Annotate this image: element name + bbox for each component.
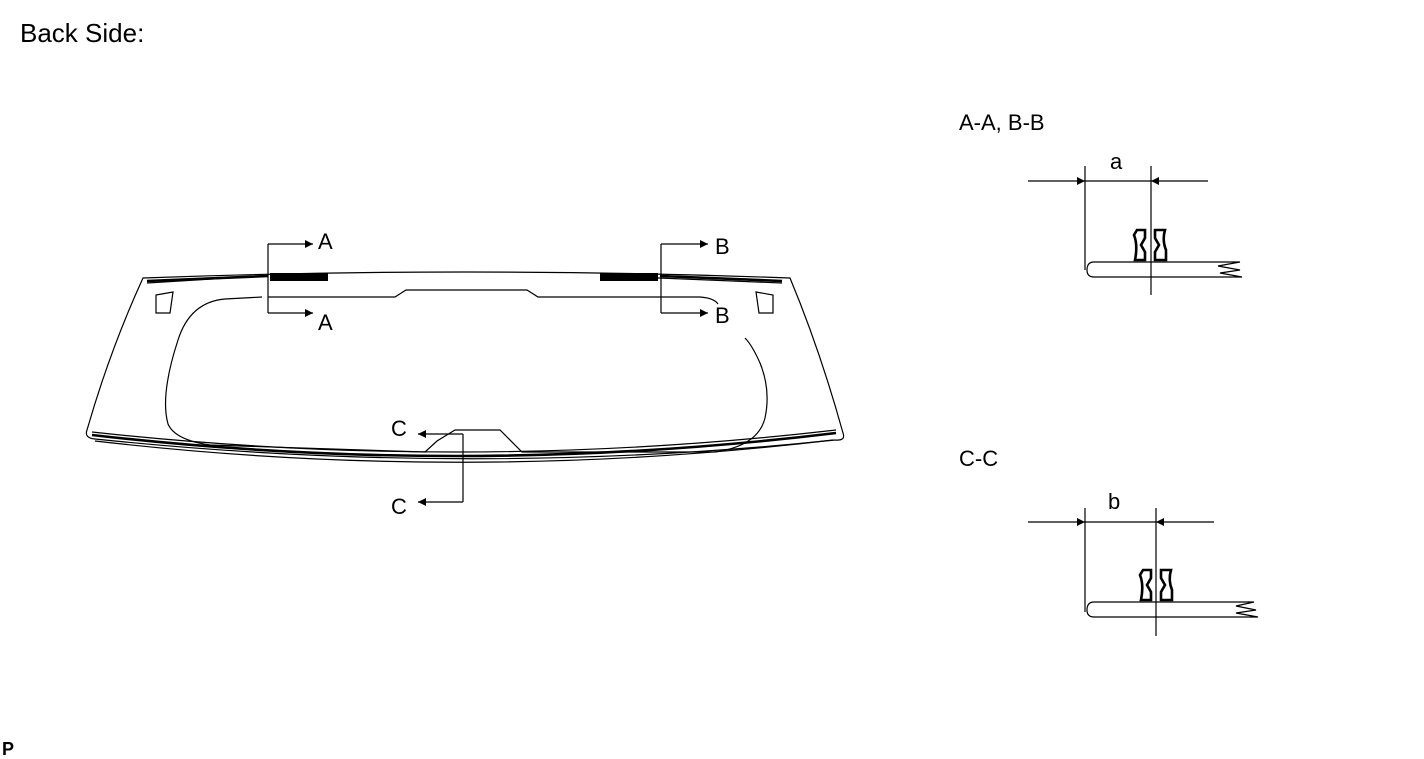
dimension-label-b: b (1108, 489, 1120, 514)
label-c-top: C (391, 416, 407, 441)
detail-ab-drawing (1028, 166, 1243, 295)
inner-frame-line (164, 296, 768, 453)
label-a-bottom: A (318, 310, 333, 335)
label-a-top: A (318, 229, 333, 254)
section-c-marker (418, 430, 464, 506)
inner-top-line (268, 289, 719, 305)
top-left-strip (270, 273, 328, 281)
page-heading: Back Side: (20, 18, 144, 48)
top-right-strip (600, 273, 658, 281)
section-a-marker (267, 240, 313, 317)
detail-c-drawing (1028, 508, 1259, 636)
corner-mark: P (2, 739, 14, 759)
top-left-molding (146, 274, 269, 283)
detail-title-ab: A-A, B-B (959, 110, 1045, 135)
label-b-top: B (715, 234, 730, 259)
detail-title-c: C-C (959, 446, 998, 471)
left-bracket (155, 291, 174, 314)
top-right-molding (659, 274, 783, 283)
label-b-bottom: B (715, 303, 730, 328)
label-c-bottom: C (391, 494, 407, 519)
back-glass-outline (85, 271, 845, 463)
dimension-label-a: a (1110, 149, 1123, 174)
section-b-marker (660, 240, 708, 317)
right-bracket (755, 291, 774, 314)
